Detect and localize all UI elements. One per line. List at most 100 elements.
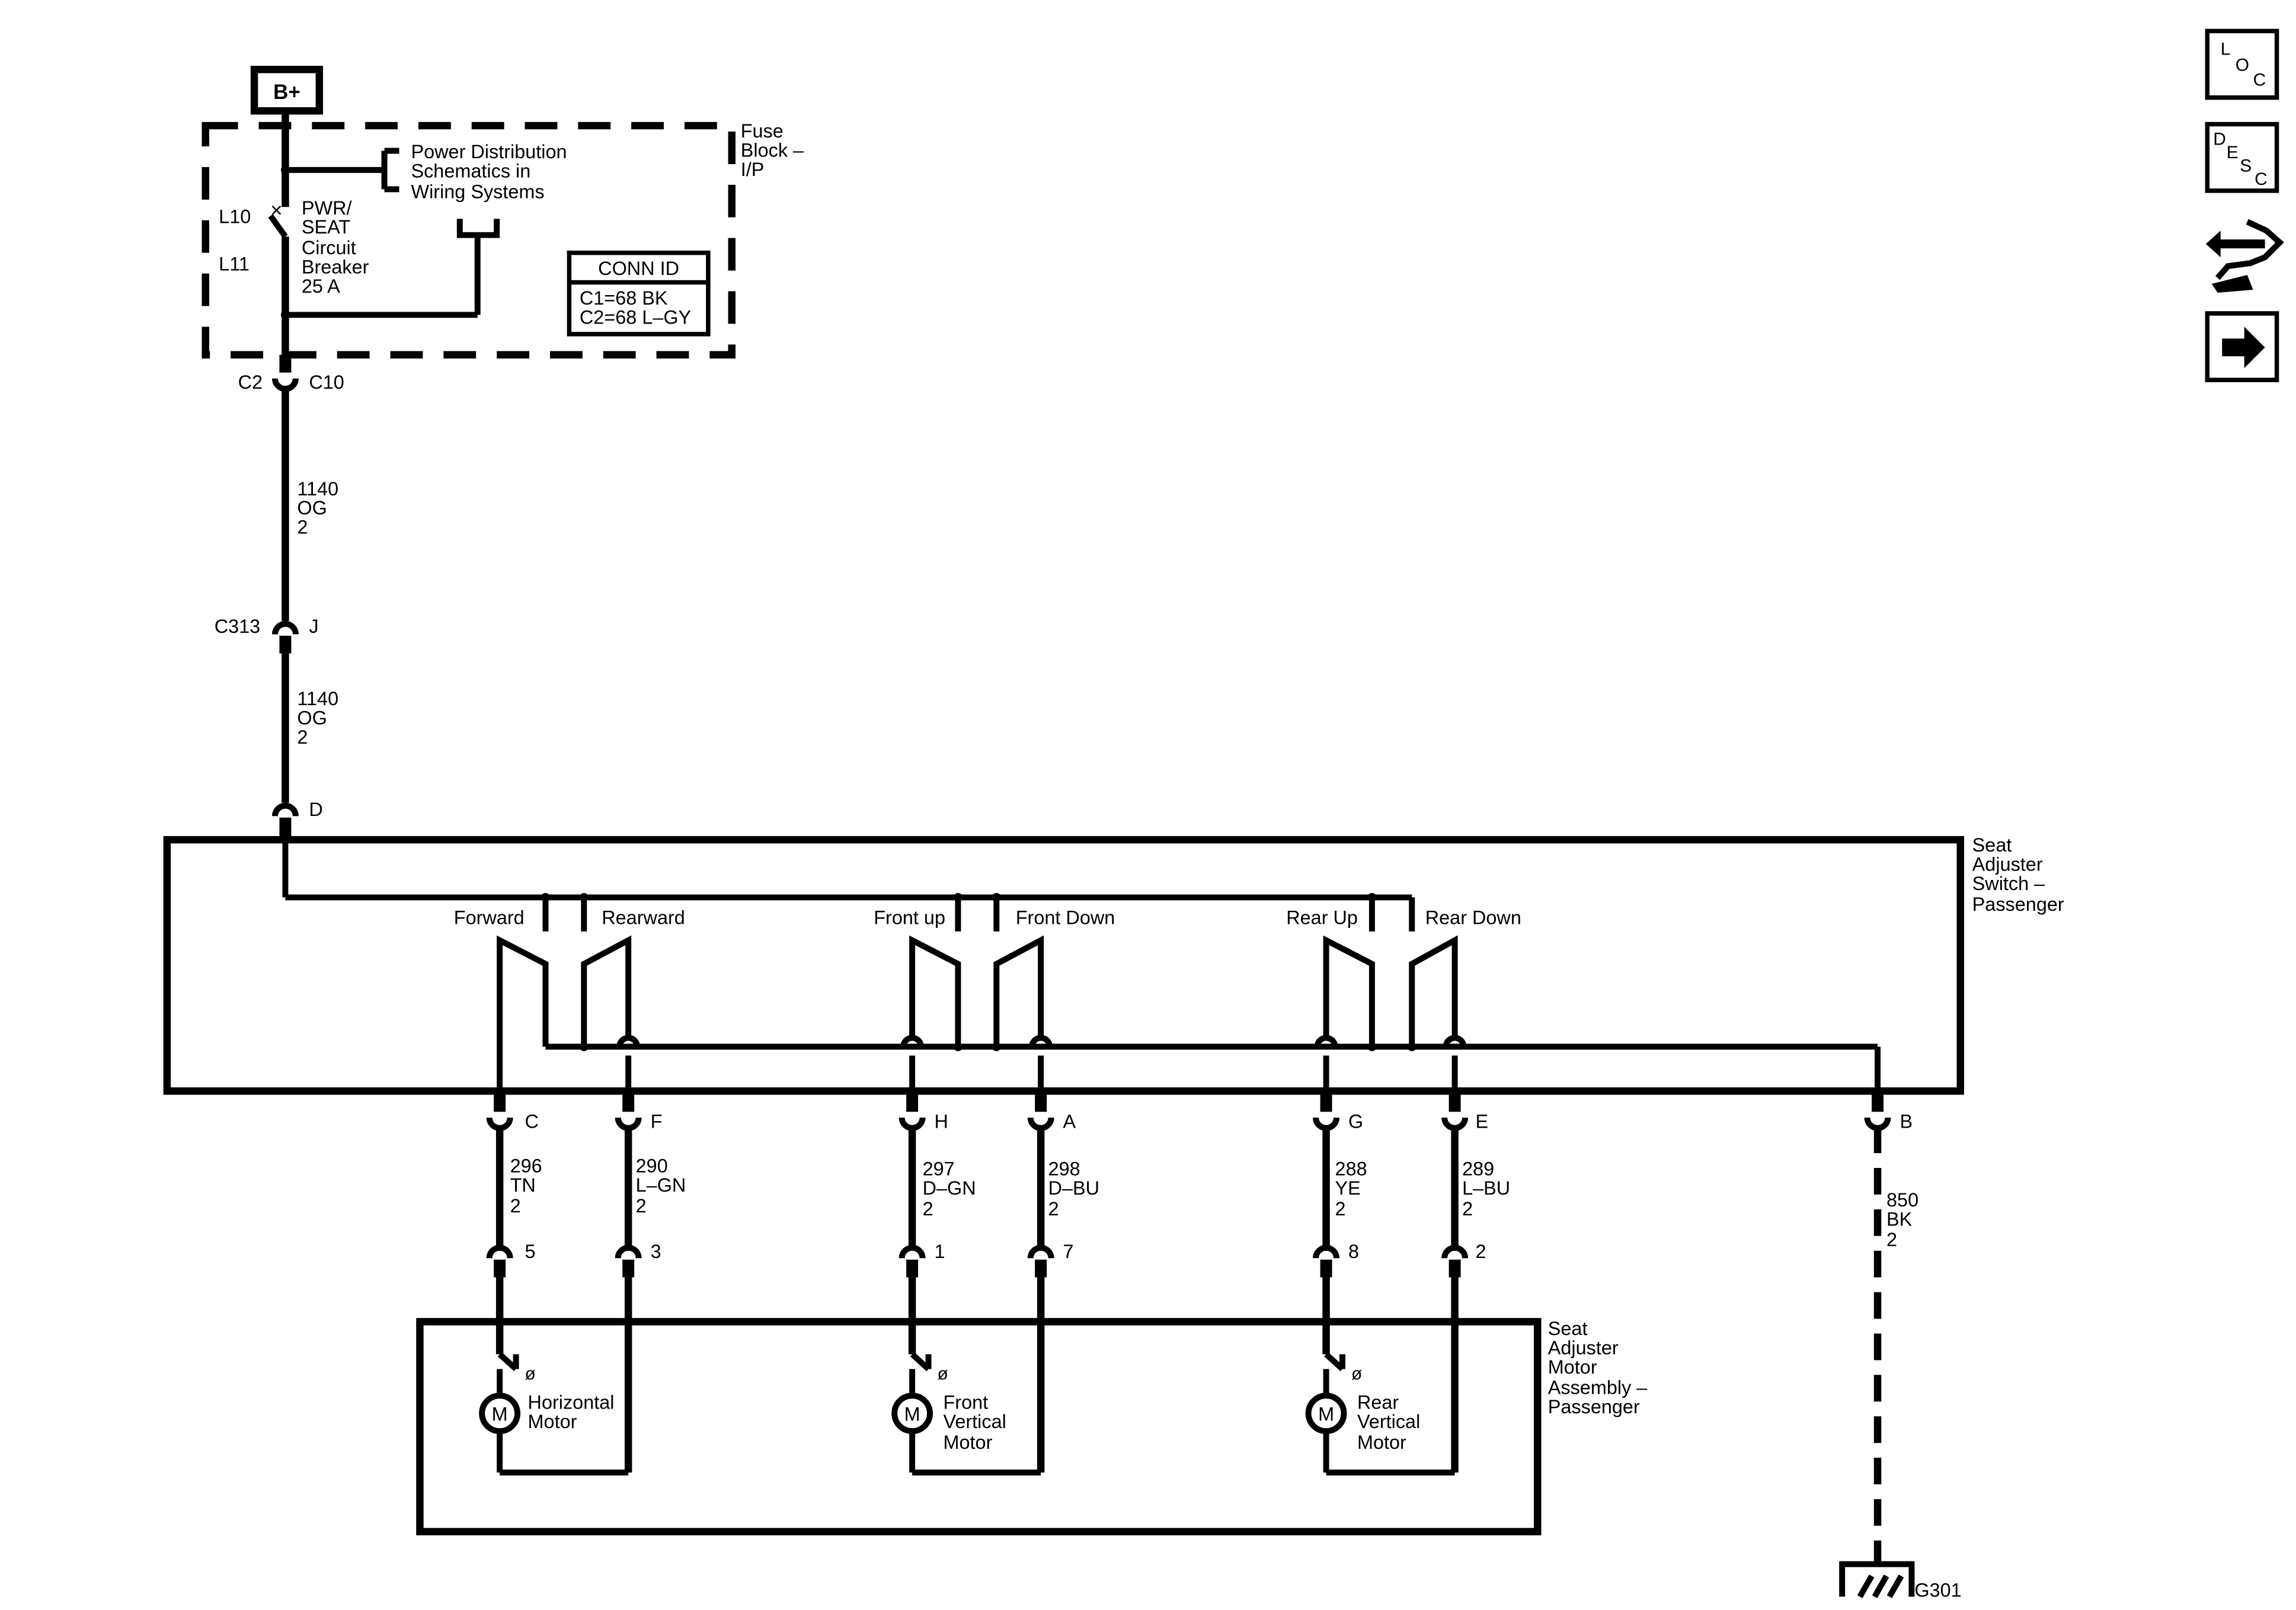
svg-text:OG: OG <box>297 497 327 518</box>
svg-text:2: 2 <box>1462 1198 1473 1219</box>
svg-text:Breaker: Breaker <box>302 257 369 278</box>
thermal-switch-icon: ø <box>1351 1364 1362 1384</box>
svg-text:F: F <box>651 1111 663 1132</box>
wire-label-lower: 1140 OG 2 <box>297 688 338 748</box>
svg-text:B: B <box>1900 1111 1913 1132</box>
svg-text:296: 296 <box>510 1155 542 1176</box>
svg-text:8: 8 <box>1348 1241 1359 1262</box>
rear-vertical-motor: ø M Rear Vertical Motor <box>1305 1352 1455 1475</box>
thermal-switch-icon: ø <box>938 1364 948 1384</box>
svg-text:O: O <box>2236 56 2249 75</box>
svg-text:C: C <box>2255 169 2268 189</box>
svg-text:L: L <box>2221 39 2231 59</box>
circuit-288: G 288 YE 2 8 <box>1313 1091 1367 1355</box>
svg-text:C10: C10 <box>309 372 344 393</box>
svg-text:2: 2 <box>636 1195 647 1217</box>
svg-text:Power Distribution: Power Distribution <box>411 141 567 162</box>
svg-text:C: C <box>525 1111 539 1132</box>
svg-text:Front: Front <box>944 1392 989 1413</box>
svg-text:M: M <box>492 1404 508 1425</box>
circuit-297: H 297 D–GN 2 1 <box>898 1091 976 1355</box>
svg-text:J: J <box>309 616 318 637</box>
svg-text:D–BU: D–BU <box>1048 1177 1099 1199</box>
svg-text:7: 7 <box>1063 1241 1074 1262</box>
svg-text:C2=68 L–GY: C2=68 L–GY <box>580 306 691 328</box>
circuit-breaker-icon <box>268 214 288 239</box>
svg-text:Passenger: Passenger <box>1972 894 2064 915</box>
switch-forward-rearward: Forward Rearward <box>454 892 685 1092</box>
circuit-298: A 298 D–BU 2 7 <box>1027 1091 1099 1473</box>
svg-text:Motor: Motor <box>944 1432 993 1453</box>
location-button[interactable]: L O C <box>2205 28 2279 100</box>
svg-text:CONN ID: CONN ID <box>598 258 679 279</box>
connector-arrows-icon <box>2205 219 2284 293</box>
front-vertical-motor: ø M Front Vertical Motor <box>891 1352 1041 1475</box>
svg-text:E: E <box>1476 1111 1489 1132</box>
svg-text:1: 1 <box>935 1241 945 1262</box>
contact-forward: Forward <box>454 907 525 928</box>
svg-text:1140: 1140 <box>297 478 338 500</box>
switch-front-up-down: Front up Front Down <box>874 892 1115 1092</box>
svg-text:C1=68 BK: C1=68 BK <box>580 287 668 309</box>
svg-text:2: 2 <box>923 1198 933 1219</box>
svg-text:Horizontal: Horizontal <box>528 1392 615 1413</box>
svg-text:D: D <box>2213 130 2226 149</box>
svg-text:2: 2 <box>1048 1198 1059 1219</box>
svg-text:298: 298 <box>1048 1158 1080 1179</box>
switch-pin-d: D <box>309 799 322 820</box>
svg-text:I/P: I/P <box>741 159 765 180</box>
contact-rearward: Rearward <box>602 907 685 928</box>
svg-text:Passenger: Passenger <box>1548 1396 1640 1417</box>
circuit-289: E 289 L–BU 2 2 <box>1441 1091 1510 1473</box>
ground-circuit: B 850 BK 2 <box>1864 1091 1918 1561</box>
pin-l10: L10 <box>219 206 251 228</box>
wire-label-upper: 1140 OG 2 <box>297 478 338 538</box>
svg-text:S: S <box>2240 156 2252 175</box>
reference-bracket-icon <box>456 219 500 238</box>
svg-text:2: 2 <box>297 726 308 748</box>
svg-text:TN: TN <box>510 1174 536 1196</box>
svg-text:289: 289 <box>1462 1158 1494 1179</box>
svg-text:Seat: Seat <box>1548 1318 1588 1339</box>
horizontal-motor: ø M Horizontal Motor <box>479 1352 629 1475</box>
motor-assembly-box <box>416 1318 1542 1536</box>
breaker-label: PWR/ SEAT Circuit Breaker 25 A <box>302 197 369 297</box>
svg-text:25 A: 25 A <box>302 276 340 297</box>
svg-text:C: C <box>2253 71 2266 90</box>
pin-l11: L11 <box>219 254 250 275</box>
svg-text:Schematics in: Schematics in <box>411 160 530 181</box>
svg-text:M: M <box>1318 1404 1334 1425</box>
svg-text:PWR/: PWR/ <box>302 197 353 219</box>
svg-text:Circuit: Circuit <box>302 237 356 258</box>
contact-front-up: Front up <box>874 907 945 928</box>
svg-text:Assembly –: Assembly – <box>1548 1377 1648 1398</box>
svg-text:1140: 1140 <box>297 688 338 709</box>
svg-text:2: 2 <box>510 1195 521 1217</box>
svg-text:Fuse: Fuse <box>741 120 784 142</box>
svg-text:G: G <box>1348 1111 1363 1132</box>
connector-c313-icon <box>271 620 299 635</box>
svg-text:297: 297 <box>923 1158 955 1179</box>
ground-symbol-icon <box>1839 1561 1915 1599</box>
svg-text:2: 2 <box>297 517 308 538</box>
next-page-button[interactable] <box>2205 311 2279 382</box>
svg-text:2: 2 <box>1335 1198 1346 1219</box>
svg-text:M: M <box>904 1404 920 1425</box>
svg-text:2: 2 <box>1476 1241 1486 1262</box>
svg-text:SEAT: SEAT <box>302 216 350 238</box>
motor-assembly-name: Seat Adjuster Motor Assembly – Passenger <box>1548 1318 1648 1417</box>
svg-text:YE: YE <box>1335 1177 1361 1199</box>
circuit-296: C 296 TN 2 5 <box>486 1091 542 1355</box>
circuit-290: F 290 L–GN 2 3 <box>615 1091 686 1473</box>
svg-text:A: A <box>1063 1111 1076 1132</box>
svg-text:C2: C2 <box>238 372 263 393</box>
connector-view-button[interactable] <box>2205 219 2284 293</box>
connector-c2-icon <box>271 378 299 392</box>
svg-text:H: H <box>935 1111 948 1132</box>
svg-text:Adjuster: Adjuster <box>1972 854 2043 875</box>
svg-text:Vertical: Vertical <box>944 1411 1006 1432</box>
svg-text:2: 2 <box>1886 1229 1897 1250</box>
svg-text:850: 850 <box>1886 1189 1918 1211</box>
description-button[interactable]: D E S C <box>2205 121 2279 193</box>
conn-id-table: CONN ID C1=68 BK C2=68 L–GY <box>567 250 711 337</box>
